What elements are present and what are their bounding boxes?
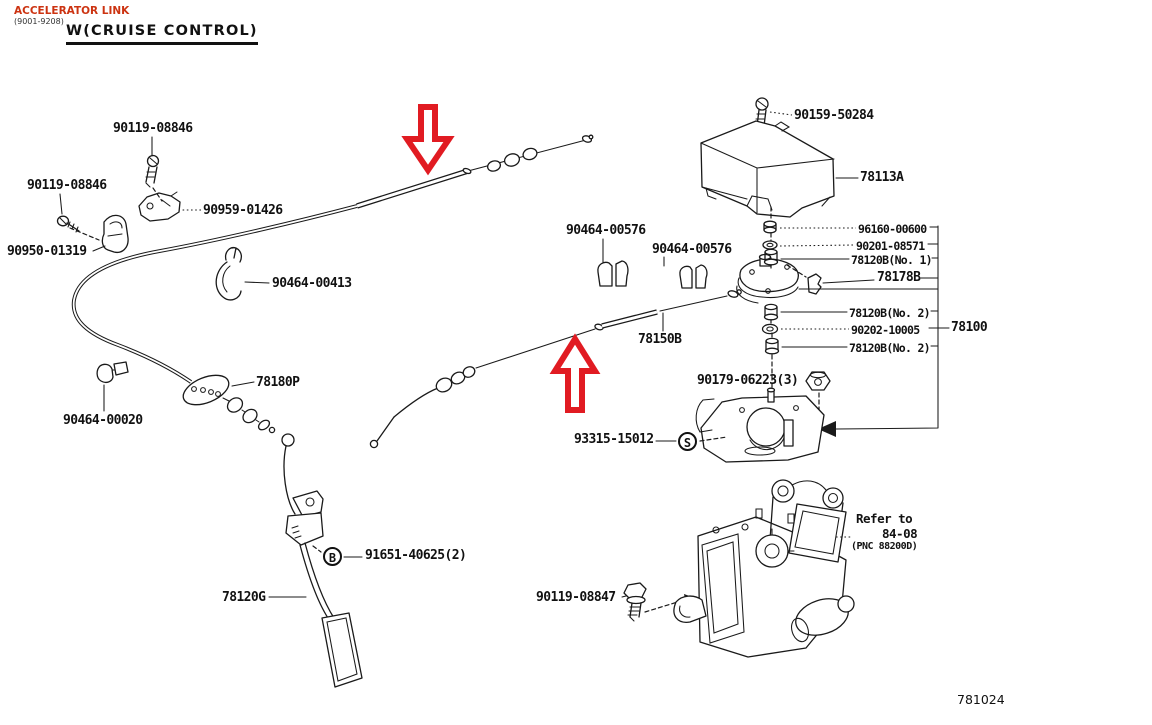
circled-s-symbol: S [678, 432, 697, 451]
part-label-78178B: 78178B [877, 270, 921, 285]
part-label-78100: 78100 [951, 320, 988, 335]
part-label-90119-08846-top: 90119-08846 [113, 121, 193, 136]
part-label-90119-08846-left: 90119-08846 [27, 178, 107, 193]
part-label-90959-01426: 90959-01426 [203, 203, 283, 218]
accelerator-pedal [281, 433, 363, 688]
clip-90464-00576-left [597, 260, 629, 287]
page-title-red: ACCELERATOR LINK [14, 5, 130, 17]
refer-note-line3: (PNC 88200D) [851, 541, 918, 552]
part-label-78180P: 78180P [256, 375, 300, 390]
clamp-90950-01319 [101, 214, 129, 254]
part-label-78120G: 78120G [222, 590, 266, 605]
bracket-90959-01426 [138, 191, 181, 222]
part-label-90464-00576-right: 90464-00576 [652, 242, 732, 257]
part-label-90159-50284: 90159-50284 [794, 108, 874, 123]
drawing-code: 781024 [957, 692, 1005, 707]
part-label-91651-40625: 91651-40625(2) [365, 548, 467, 563]
part-label-78113A: 78113A [860, 170, 904, 185]
part-label-78120B-no1: 78120B(No. 1) [851, 253, 933, 267]
part-label-90179-06223: 90179-06223(3) [697, 373, 799, 388]
part-label-90201-08571: 90201-08571 [856, 239, 925, 253]
throttle-cam-assembly [736, 253, 939, 304]
refer-note-line1: Refer to [856, 511, 913, 526]
clip-78178B [807, 273, 822, 295]
page-date-range: (9001-9208) [14, 17, 64, 26]
part-label-90119-08847: 90119-08847 [536, 590, 616, 605]
clip-90464-00576-right [679, 264, 708, 289]
diagram-title: W(CRUISE CONTROL) [66, 23, 258, 45]
part-label-78120B-no2-b: 78120B(No. 2) [849, 341, 931, 355]
red-arrow-down-icon [401, 104, 455, 176]
accelerator-cable [71, 134, 594, 434]
part-label-90464-00576-left: 90464-00576 [566, 223, 646, 238]
leader-lines [59, 111, 939, 598]
cover-78113A [700, 97, 835, 218]
part-label-78150B: 78150B [638, 332, 682, 347]
part-label-90950-01319: 90950-01319 [7, 244, 87, 259]
screw-90119-08846-left [56, 215, 80, 233]
hardware-column [761, 206, 950, 437]
red-arrow-up-icon [549, 333, 601, 413]
clip-90464-00413 [215, 246, 242, 301]
clamp-90464-00020 [96, 361, 129, 384]
screw-90119-08846-top [145, 154, 160, 188]
part-label-78120B-no2-a: 78120B(No. 2) [849, 306, 931, 320]
grommet-78180P [182, 374, 230, 406]
throttle-body-assembly [673, 479, 855, 658]
part-label-90464-00413: 90464-00413 [272, 276, 352, 291]
cruise-actuator [695, 387, 825, 463]
refer-note-line2: 84-08 [882, 526, 918, 541]
part-label-90464-00020: 90464-00020 [63, 413, 143, 428]
part-label-93315-15012: 93315-15012 [574, 432, 654, 447]
refer-note: Refer to 84-08 (PNC 88200D) [851, 511, 918, 552]
part-label-90202-10005: 90202-10005 [851, 323, 920, 337]
circled-b-symbol: B [323, 547, 342, 566]
part-label-96160-00600: 96160-00600 [858, 222, 927, 236]
